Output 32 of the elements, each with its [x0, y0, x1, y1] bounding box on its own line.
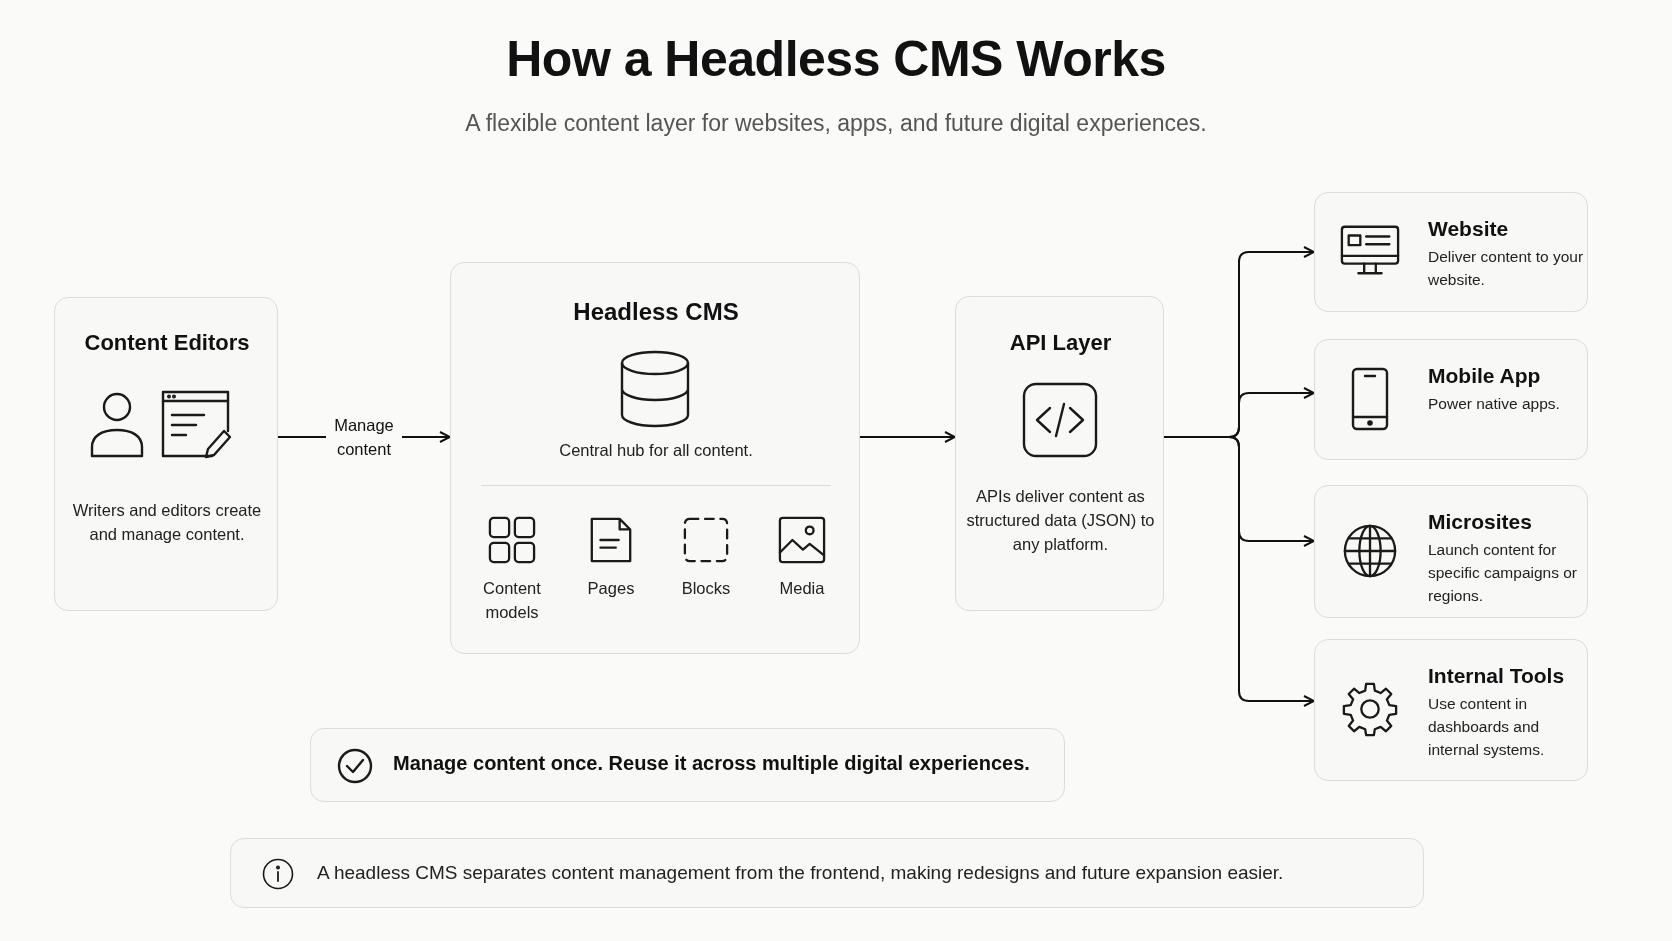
key-message: Manage content once. Reuse it across multiple digital experiences. [393, 752, 1030, 775]
card-heading: Content Editors [83, 330, 251, 356]
api-card [955, 296, 1164, 611]
arrow [859, 431, 956, 443]
card-description: Launch content for specific campaigns or regions. [1428, 540, 1579, 606]
item-label: Content models [482, 578, 542, 623]
card-heading: Mobile App [1428, 364, 1541, 388]
cms-panel [450, 262, 860, 654]
panel-description: Central hub for all content. [558, 440, 754, 461]
card-heading: Website [1428, 217, 1509, 241]
card-heading: Internal Tools [1428, 664, 1565, 688]
card-description: Use content in dashboards and internal systems. [1428, 694, 1546, 760]
card-description: APIs deliver content as structured data (JSON) to any platform. [966, 486, 1155, 555]
card-heading: API Layer [1008, 330, 1113, 356]
channel-card [1314, 192, 1588, 312]
subtitle: A flexible content layer for websites, apps, and future digital experiences. [464, 110, 1208, 137]
title: How a Headless CMS Works [505, 30, 1167, 88]
channel-card [1314, 339, 1588, 460]
panel-heading: Headless CMS [572, 298, 740, 326]
channel-card [1314, 485, 1588, 618]
note-text: A headless CMS separates content management from the frontend, making redesigns and future expansion easier. [317, 861, 1284, 885]
item-label: Pages [586, 578, 636, 599]
item-label: Media [778, 578, 826, 599]
card-description: Power native apps. [1428, 394, 1561, 414]
card-heading: Microsites [1428, 510, 1532, 534]
item-label: Blocks [680, 578, 732, 599]
note-banner [230, 838, 1424, 908]
channel-card [1314, 639, 1588, 781]
key-message-banner [310, 728, 1065, 802]
card-description: Deliver content to your website. [1428, 247, 1584, 290]
role-card [54, 297, 278, 611]
card-description: Writers and editors create and manage content. [71, 500, 263, 545]
